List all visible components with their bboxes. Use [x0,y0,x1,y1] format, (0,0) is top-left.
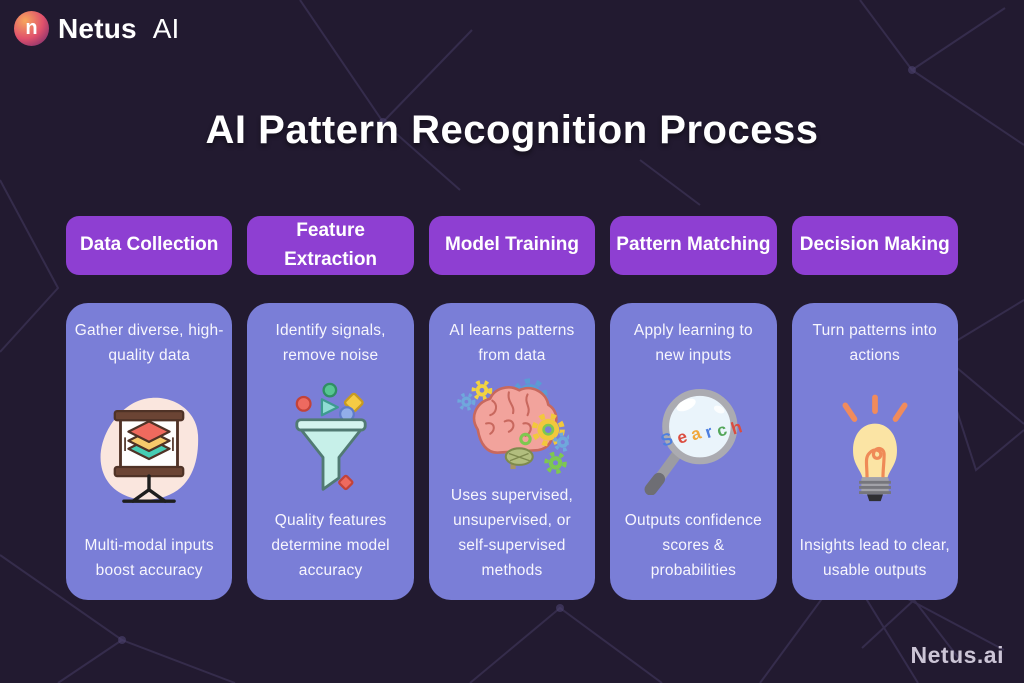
stage-card-decision-making: Turn patterns into actions Insights lead… [791,303,958,600]
stage-header-model-training: Model Training [428,216,596,275]
brain-gears-icon [457,378,569,475]
stage-header-pattern-matching: Pattern Matching [610,216,777,275]
logo-suffix-text: AI [152,12,180,44]
funnel-filter-icon [294,382,367,491]
process-columns: Data Collection Gather diverse, high-qua… [66,216,958,600]
presentation-layers-icon [100,397,199,503]
watermark-text: Netus.ai [910,642,1004,668]
lens-letter: e [675,427,690,448]
logo-brand-text: Netus [58,12,137,44]
stage-bottom-text: Outputs confidence scores & probabilitie… [624,511,762,579]
column-data-collection: Data Collection Gather diverse, high-qua… [66,216,233,600]
column-decision-making: Decision Making Turn patterns into actio… [791,216,958,600]
logo-n-glyph: n [25,16,38,39]
stage-header-data-collection: Data Collection [66,216,233,275]
search-magnifier-icon: S e a r c h [644,388,745,495]
stage-card-data-collection: Gather diverse, high-quality data [66,303,233,600]
svg-text:S e a: S e a r c h [659,407,745,460]
stage-top-text: AI learns patterns from data [449,322,575,365]
stage-top-text: Turn patterns into actions [812,322,938,365]
lens-letter: r [703,422,716,442]
lightbulb-icon [842,394,908,501]
column-pattern-matching: Pattern Matching Apply learning to new i… [610,216,777,600]
netus-logo: n Netus AI [14,11,179,46]
lens-letter: S [659,429,676,451]
stage-top-text: Apply learning to new inputs [633,322,753,365]
page-title: AI Pattern Recognition Process [205,108,819,152]
stage-card-pattern-matching: Apply learning to new inputs S e a r c h… [610,303,777,600]
lens-letter: h [729,417,745,438]
netus-logo-icon: n [14,11,49,46]
stage-bottom-text: Quality features determine model accurac… [271,511,390,579]
lens-letter: a [689,423,704,444]
stage-top-text: Gather diverse, high-quality data [74,322,224,365]
stage-header-decision-making: Decision Making [791,216,958,275]
stage-header-feature-extraction: Feature Extraction [247,216,414,275]
column-feature-extraction: Feature Extraction Identify signals, rem… [247,216,414,600]
stage-bottom-text: Uses supervised, unsupervised, or self-s… [450,486,574,579]
stage-card-model-training: AI learns patterns from data [428,303,596,600]
stage-card-feature-extraction: Identify signals, remove noise Quality f… [247,303,414,600]
stage-bottom-text: Multi-modal inputs boost accuracy [84,536,214,579]
column-model-training: Model Training AI learns patterns from d… [428,216,596,600]
lens-letter: c [715,420,730,441]
stage-bottom-text: Insights lead to clear, usable outputs [799,536,950,579]
stage-top-text: Identify signals, remove noise [275,322,386,365]
